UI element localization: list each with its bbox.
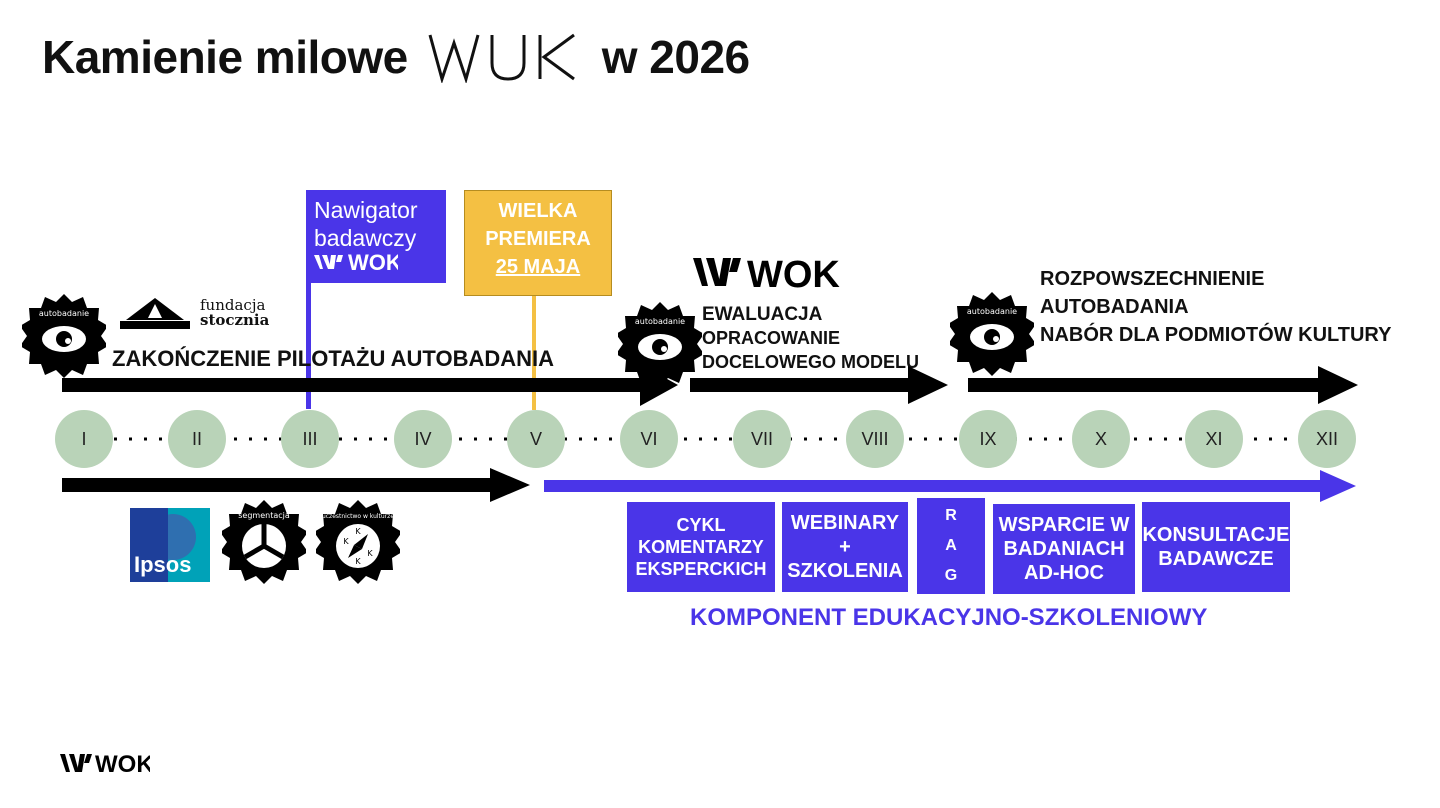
navigator-pin bbox=[306, 283, 311, 409]
autobadanie-stamp-3: autobadanie bbox=[950, 292, 1034, 376]
month-circle: XII bbox=[1298, 410, 1356, 468]
edu-box-comments-line1: CYKL bbox=[676, 515, 726, 535]
education-arrow bbox=[544, 470, 1356, 502]
evaluation-logo-text: WOK bbox=[747, 254, 840, 290]
edu-box-consult: KONSULTACJE BADAWCZE bbox=[1142, 502, 1290, 592]
pilot-label: ZAKOŃCZENIE PILOTAŻU AUTOBADANIA bbox=[112, 346, 555, 371]
ipsos-logo: Ipsos bbox=[130, 508, 210, 582]
month-circle: IX bbox=[959, 410, 1017, 468]
evaluation-arrow bbox=[690, 366, 948, 404]
stocznia-logo-icon bbox=[120, 298, 190, 329]
title-suffix: w 2026 bbox=[601, 31, 750, 83]
month-circle: VI bbox=[620, 410, 678, 468]
page-title: Kamienie milowe w 2026 bbox=[42, 30, 750, 84]
edu-box-comments: CYKL KOMENTARZY EKSPERCKICH bbox=[627, 502, 775, 592]
autobadanie-stamp-1-label: autobadanie bbox=[39, 309, 89, 318]
segmentacja-stamp-label: segmentacja bbox=[238, 511, 290, 520]
premiere-date: 25 MAJA bbox=[495, 256, 581, 278]
navigator-line2: badawczy bbox=[314, 225, 417, 251]
spread-line1: ROZPOWSZECHNIENIE bbox=[1040, 268, 1265, 290]
autobadanie-stamp-2: autobadanie bbox=[618, 302, 702, 386]
edu-box-support-line3: AD-HOC bbox=[1024, 562, 1104, 584]
month-circle: X bbox=[1072, 410, 1130, 468]
edu-box-support-line2: BADANIACH bbox=[1003, 538, 1125, 560]
svg-text:K: K bbox=[343, 537, 349, 546]
title-prefix: Kamienie milowe bbox=[42, 31, 408, 83]
uczestnictwo-stamp-label: uczestnictwo w kulturze bbox=[322, 513, 394, 520]
month-circle: XI bbox=[1185, 410, 1243, 468]
edu-box-rag: R A G bbox=[917, 498, 985, 594]
edu-box-rag-line2: A bbox=[945, 537, 957, 554]
spread-arrow bbox=[968, 366, 1358, 404]
navigator-wok-logo: WOK bbox=[314, 250, 402, 275]
evaluation-wok-logo: WOK bbox=[693, 254, 840, 290]
edu-box-webinars-line1: WEBINARY bbox=[790, 512, 900, 534]
month-circle: II bbox=[168, 410, 226, 468]
month-circle: I bbox=[55, 410, 113, 468]
stocznia-logo-text: fundacja stocznia bbox=[200, 298, 269, 328]
evaluation-line3: DOCELOWEGO MODELU bbox=[702, 352, 919, 372]
edu-box-support-line1: WSPARCIE W bbox=[998, 514, 1130, 536]
edu-box-rag-line1: R bbox=[945, 507, 957, 524]
month-circle: V bbox=[507, 410, 565, 468]
spread-line2: AUTOBADANIA bbox=[1040, 296, 1189, 318]
edu-box-comments-line3: EKSPERCKICH bbox=[635, 559, 767, 579]
evaluation-line2: OPRACOWANIE bbox=[702, 328, 841, 348]
pilot-arrow bbox=[62, 364, 678, 406]
premiere-pin bbox=[532, 296, 536, 410]
month-circle: III bbox=[281, 410, 339, 468]
autobadanie-stamp-2-label: autobadanie bbox=[635, 317, 685, 326]
edu-box-webinars-line3: SZKOLENIA bbox=[787, 560, 903, 582]
ipsos-logo-text: Ipsos bbox=[134, 552, 192, 577]
edu-box-webinars: WEBINARY + SZKOLENIA bbox=[782, 502, 908, 592]
footer-wok-logo: WOK bbox=[60, 751, 150, 776]
edu-box-support: WSPARCIE W BADANIACH AD-HOC bbox=[993, 504, 1135, 594]
wuk-logo bbox=[428, 33, 575, 83]
autobadanie-stamp-3-label: autobadanie bbox=[967, 307, 1017, 316]
footer-logo-text: WOK bbox=[95, 751, 150, 776]
edu-box-consult-line2: BADAWCZE bbox=[1158, 548, 1274, 570]
education-component-title: KOMPONENT EDUKACYJNO-SZKOLENIOWY bbox=[690, 604, 1208, 631]
edu-box-webinars-line2: + bbox=[839, 536, 851, 558]
premiere-box: WIELKA PREMIERA 25 MAJA bbox=[464, 190, 612, 296]
navigator-box: Nawigator badawczy WOK bbox=[306, 190, 446, 283]
stocznia-line2: stocznia bbox=[200, 311, 270, 329]
autobadanie-stamp-1: autobadanie bbox=[22, 294, 106, 378]
navigator-line1: Nawigator bbox=[314, 197, 418, 223]
month-circle: VIII bbox=[846, 410, 904, 468]
svg-text:K: K bbox=[355, 527, 361, 536]
svg-text:K: K bbox=[355, 557, 361, 566]
edu-box-rag-line3: G bbox=[944, 567, 958, 584]
evaluation-line1: EWALUACJA bbox=[702, 304, 823, 325]
navigator-logo-text: WOK bbox=[348, 252, 398, 274]
premiere-line2: PREMIERA bbox=[485, 228, 591, 250]
svg-text:K: K bbox=[367, 549, 373, 558]
stocznia-line1: fundacja bbox=[200, 296, 266, 314]
spread-line3: NABÓR DLA PODMIOTÓW KULTURY bbox=[1040, 324, 1392, 346]
lower-black-arrow bbox=[62, 468, 530, 502]
edu-box-consult-line1: KONSULTACJE bbox=[1142, 524, 1290, 546]
segmentacja-stamp: segmentacja bbox=[222, 500, 306, 584]
edu-box-comments-line2: KOMENTARZY bbox=[638, 537, 764, 557]
month-circle: VII bbox=[733, 410, 791, 468]
premiere-line1: WIELKA bbox=[498, 200, 578, 222]
month-circle: IV bbox=[394, 410, 452, 468]
